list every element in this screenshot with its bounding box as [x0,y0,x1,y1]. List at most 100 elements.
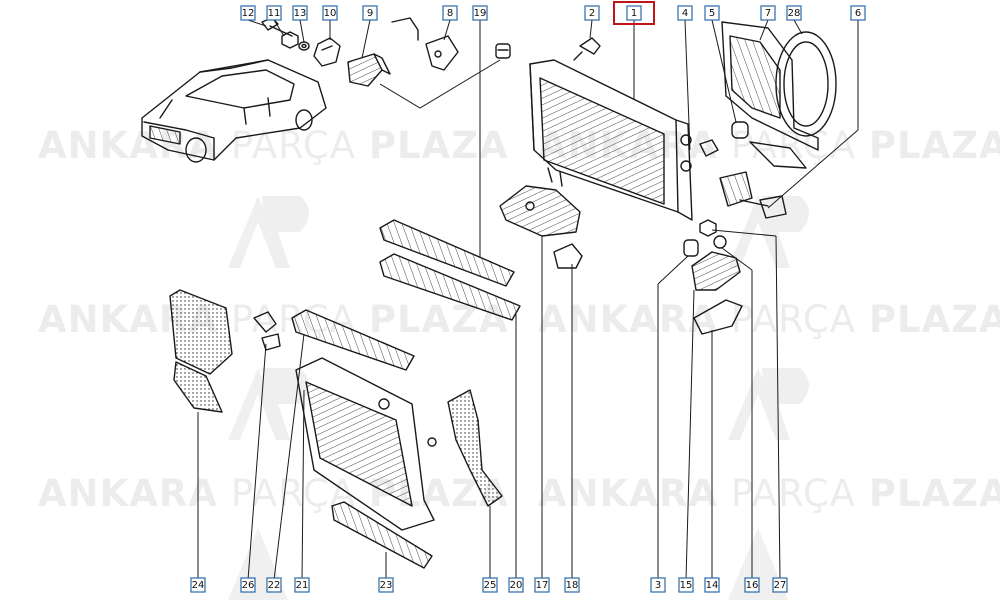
callout-box [772,577,788,593]
callout-label-11: 11 [268,8,281,19]
part-4-thermo-switch [699,139,719,157]
svg-text:ANKARA PARÇA PLAZA: ANKARA PARÇA PLAZA [538,472,1000,515]
watermark-word-1: ANKARA [538,472,718,515]
callout-box [626,5,642,21]
callout-box [564,577,580,593]
callout-box [744,577,760,593]
callout-box [240,577,256,593]
watermark-word-2: PARÇA [731,472,856,515]
callout-label-2: 2 [589,8,595,19]
callout-label-1: 1 [631,8,637,19]
part-20-lower-crossmember [379,253,521,321]
leader-lines [197,19,859,581]
part-2-drain-plug [573,37,601,61]
part-25-seal [447,389,503,507]
callout-box [704,5,720,21]
callout-box [362,5,378,21]
part-24-air-deflector [169,289,233,413]
callout-box [678,577,694,593]
callout-label-17: 17 [536,580,549,591]
svg-text:ANKARA PARÇA PLAZA: ANKARA PARÇA PLAZA [38,124,509,167]
callout-box [650,577,666,593]
watermark-word-2: PARÇA [731,298,856,341]
callout-label-24: 24 [192,580,205,591]
highlight-frame [613,1,655,25]
part-9-bracket [347,53,391,87]
callout-label-22: 22 [268,580,281,591]
callout-label-27: 27 [774,580,787,591]
part-15-mount-right [691,251,741,291]
part-3-grommet [683,239,699,257]
watermark-word-1: ANKARA [38,472,218,515]
callout-box [534,577,550,593]
part-11-nut [281,31,299,49]
callout-box [786,5,802,21]
callout-box [190,577,206,593]
callout-box [508,577,524,593]
callout-box [677,5,693,21]
callout-box [442,5,458,21]
callout-box [760,5,776,21]
callout-label-23: 23 [380,580,393,591]
svg-text:ANKARA PARÇA PLAZA: ANKARA PARÇA PLAZA [538,298,1000,341]
callout-label-10: 10 [324,8,337,19]
part-23-lower-rail [331,501,433,569]
watermark-word-2: PARÇA [231,124,356,167]
part-27-nut [699,219,717,237]
callout-box [482,577,498,593]
part-26-clip [253,311,281,351]
watermark-word-3: PLAZA [869,124,1000,167]
callout-box [850,5,866,21]
watermark-word-3: PLAZA [869,472,1000,515]
callout-label-21: 21 [296,580,309,591]
watermark-word-3: PLAZA [369,124,509,167]
car-illustration [141,59,327,163]
part-19-grommet [495,43,511,59]
callout-box [704,577,720,593]
callout-box [266,5,282,21]
callout-label-8: 8 [447,8,453,19]
callout-label-26: 26 [242,580,255,591]
callout-label-28: 28 [788,8,801,19]
callout-label-9: 9 [367,8,373,19]
callout-label-25: 25 [484,580,497,591]
part-28-fan-ring [775,31,837,137]
watermark-word-3: PLAZA [869,298,1000,341]
part-6-lower-bracket [719,141,807,219]
watermark-word-1: ANKARA [538,298,718,341]
part-10-clip [313,37,341,67]
part-14-plate [693,299,743,335]
part-16-rubber-bush [713,235,727,249]
callout-label-5: 5 [709,8,715,19]
part-13-washer [298,41,310,51]
callout-box [240,5,256,21]
callout-box [294,577,310,593]
callout-box [266,577,282,593]
callout-box [322,5,338,21]
callout-label-14: 14 [706,580,719,591]
part-7-fan-shroud [721,21,819,151]
callout-label-18: 18 [566,580,579,591]
callout-label-6: 6 [855,8,861,19]
part-1-radiator [529,59,693,221]
part-19-upper-crossmember [379,219,515,287]
part-17-lower-mount-left [499,185,581,237]
callout-box [472,5,488,21]
callout-box [378,577,394,593]
callout-label-20: 20 [510,580,523,591]
svg-text:ANKARA PARÇA PLAZA: ANKARA PARÇA PLAZA [38,472,509,515]
part-21-condenser [295,357,437,531]
watermark-word-2: PARÇA [731,124,856,167]
part-22-upper-rail [291,309,415,371]
callout-label-12: 12 [242,8,255,19]
callout-label-3: 3 [655,580,661,591]
watermark-row-3: ANKARA PARÇA PLAZA ANKARA PARÇA PLAZA [38,472,1000,515]
callout-box [292,5,308,21]
watermark-row-1: ANKARA PARÇA PLAZA ANKARA PARÇA PLAZA [38,124,1000,167]
callout-label-16: 16 [746,580,759,591]
callout-label-4: 4 [682,8,688,19]
callout-box [584,5,600,21]
